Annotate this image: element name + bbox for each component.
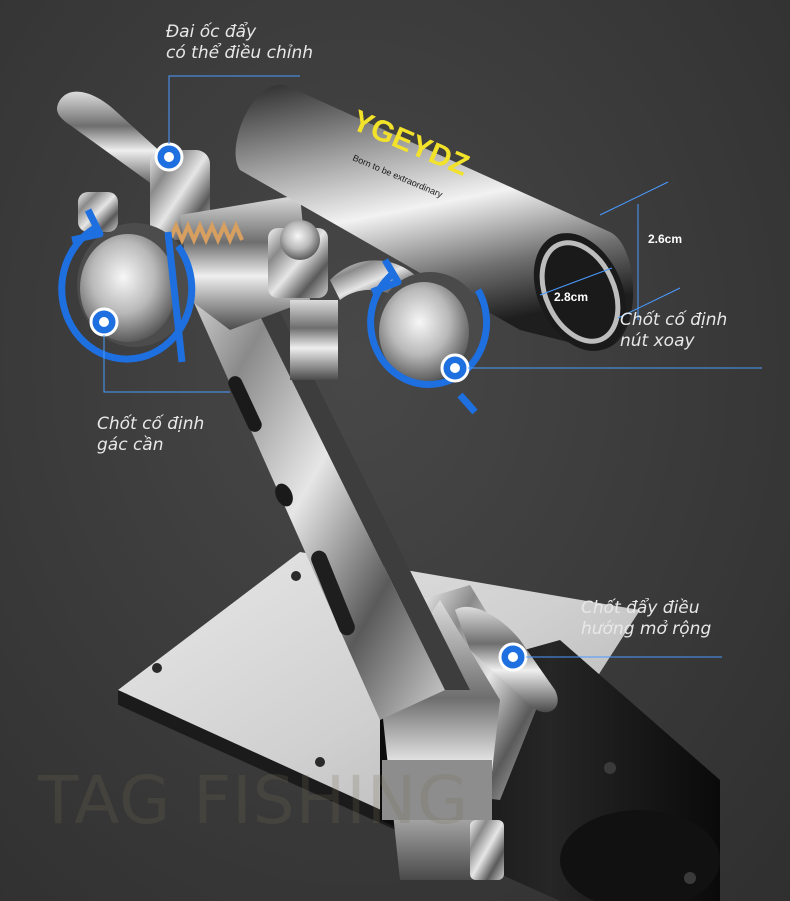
callout-rest-lock-line2: gác cần [97,435,164,455]
dimension-height: 2.6cm [648,232,683,246]
rotation-arrow-left [58,208,196,363]
head-assembly [57,91,420,380]
callout-adjust-nut-line1: Đai ốc đẩy [166,22,257,42]
support-arm [175,245,470,720]
callout-extend-push-line1: Chốt đẩy điều [581,598,700,618]
callout-rotary-lock-line2: nút xoay [620,331,695,351]
watermark: TAG FISHING [38,762,470,839]
rotation-arrow-right [367,258,491,415]
spring [168,220,244,246]
lower-clamp [380,585,720,901]
callout-rest-lock: Chốt cố định gác cần [97,414,204,456]
callout-extend-push-line2: hướng mở rộng [581,619,712,639]
callout-adjust-nut-line2: có thể điều chỉnh [166,43,313,63]
callout-rest-lock-line1: Chốt cố định [97,414,205,434]
callout-rotary-lock: Chốt cố định nút xoay [620,310,727,352]
callout-rotary-lock-line1: Chốt cố định [620,310,728,330]
callout-lines [103,75,762,658]
dimension-inner: 2.8cm [554,290,589,304]
callout-extend-push: Chốt đẩy điều hướng mở rộng [581,598,711,640]
callout-adjust-nut: Đai ốc đẩy có thể điều chỉnh [166,22,313,64]
